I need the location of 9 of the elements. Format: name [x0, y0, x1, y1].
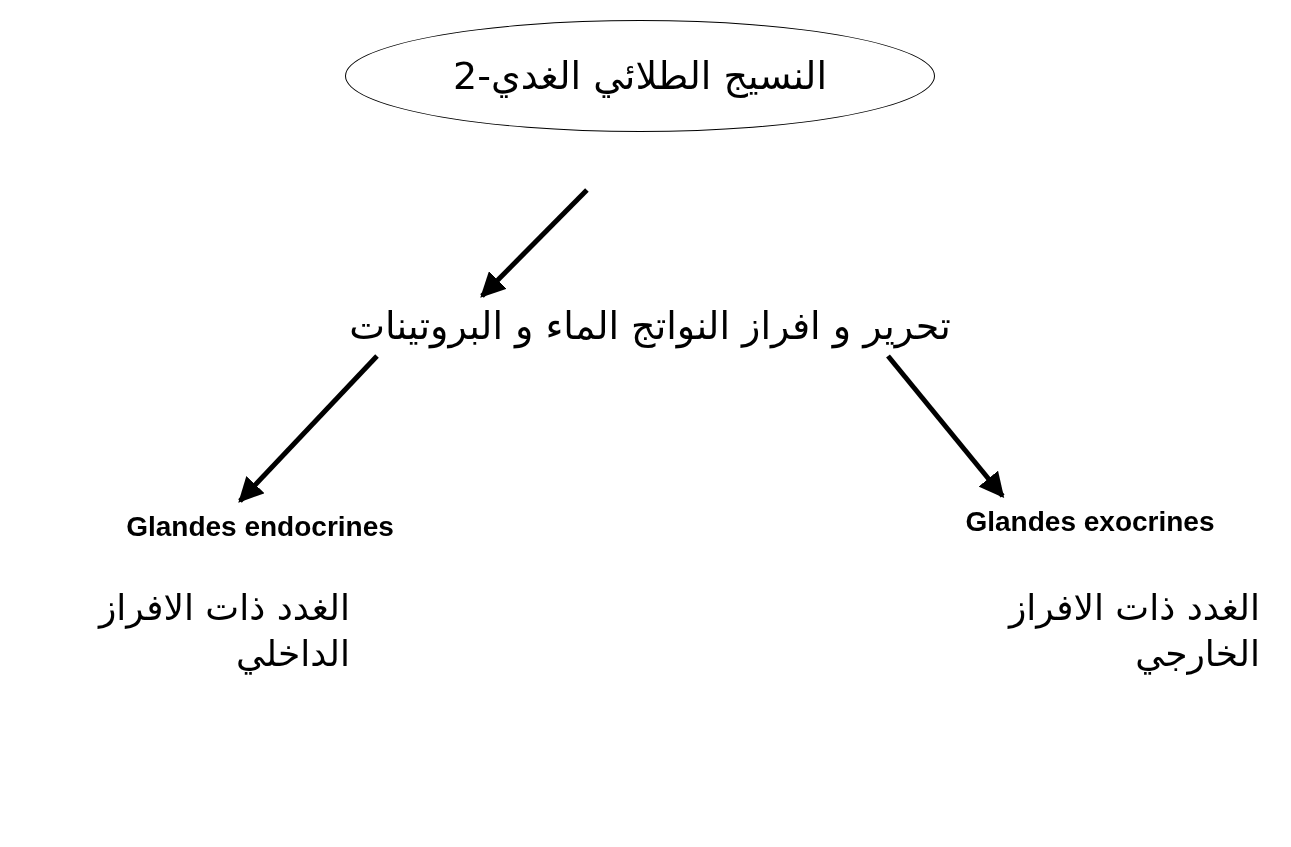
node-text: Glandes endocrines [126, 511, 394, 543]
arrow [238, 354, 379, 503]
caption-text: الغدد ذات الافراز الخارجي [1006, 586, 1260, 677]
caption-text: الغدد ذات الافراز الداخلي [96, 586, 350, 677]
arrow [480, 188, 589, 298]
node-text: Glandes exocrines [965, 506, 1215, 538]
arrow [886, 354, 1005, 498]
node-text: تحرير و افراز النواتج الماء و البروتينات [349, 304, 951, 348]
ellipse-text: 2-النسيج الطلائي الغدي [453, 54, 827, 98]
